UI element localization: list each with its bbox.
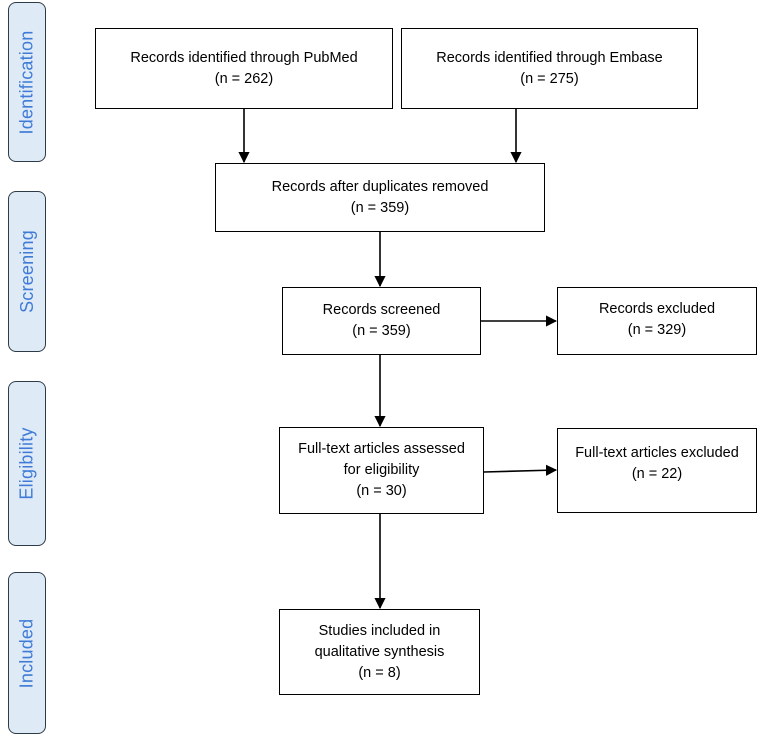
phase-eligibility: Eligibility (8, 381, 46, 546)
phase-screening-label: Screening (16, 230, 37, 313)
phase-included-label: Included (16, 618, 37, 688)
box-duplicates-removed: Records after duplicates removed (n = 35… (215, 163, 545, 232)
box-pubmed: Records identified through PubMed (n = 2… (95, 28, 393, 109)
phase-identification: Identification (8, 2, 46, 162)
box-records-screened-line2: (n = 359) (352, 323, 411, 339)
box-studies-included-line3: (n = 8) (358, 664, 401, 681)
arrow-fulltext-to-excluded (483, 464, 558, 476)
box-fulltext-excluded: Full-text articles excluded (n = 22) (557, 428, 757, 513)
box-records-screened: Records screened (n = 359) (282, 287, 481, 355)
box-studies-included-line2: qualitative synthesis (314, 643, 445, 660)
phase-screening: Screening (8, 191, 46, 352)
box-duplicates-removed-line1: Records after duplicates removed (271, 178, 489, 195)
box-embase-line2: (n = 275) (520, 70, 579, 87)
box-fulltext-assessed-line1: Full-text articles assessed (298, 441, 465, 457)
box-studies-included: Studies included in qualitative synthesi… (279, 609, 480, 695)
box-embase: Records identified through Embase (n = 2… (401, 28, 698, 109)
box-duplicates-removed-line2: (n = 359) (350, 199, 410, 216)
box-fulltext-excluded-line2: (n = 22) (631, 466, 683, 482)
box-pubmed-line1: Records identified through PubMed (130, 49, 358, 66)
phase-identification-label: Identification (16, 30, 37, 134)
box-studies-included-line1: Studies included in (318, 622, 441, 639)
box-fulltext-excluded-line1: Full-text articles excluded (575, 445, 739, 461)
box-records-excluded-line2: (n = 329) (627, 322, 687, 338)
box-embase-line1: Records identified through Embase (436, 49, 663, 66)
box-fulltext-assessed-line2: for eligibility (343, 462, 420, 478)
phase-eligibility-label: Eligibility (16, 427, 37, 500)
box-fulltext-assessed: Full-text articles assessed for eligibil… (279, 427, 484, 514)
box-records-excluded-line1: Records excluded (598, 301, 716, 317)
box-records-screened-line1: Records screened (322, 302, 441, 318)
phase-included: Included (8, 572, 46, 734)
box-fulltext-assessed-line3: (n = 30) (356, 483, 407, 499)
box-records-excluded: Records excluded (n = 329) (557, 287, 757, 355)
box-pubmed-line2: (n = 262) (214, 70, 274, 87)
